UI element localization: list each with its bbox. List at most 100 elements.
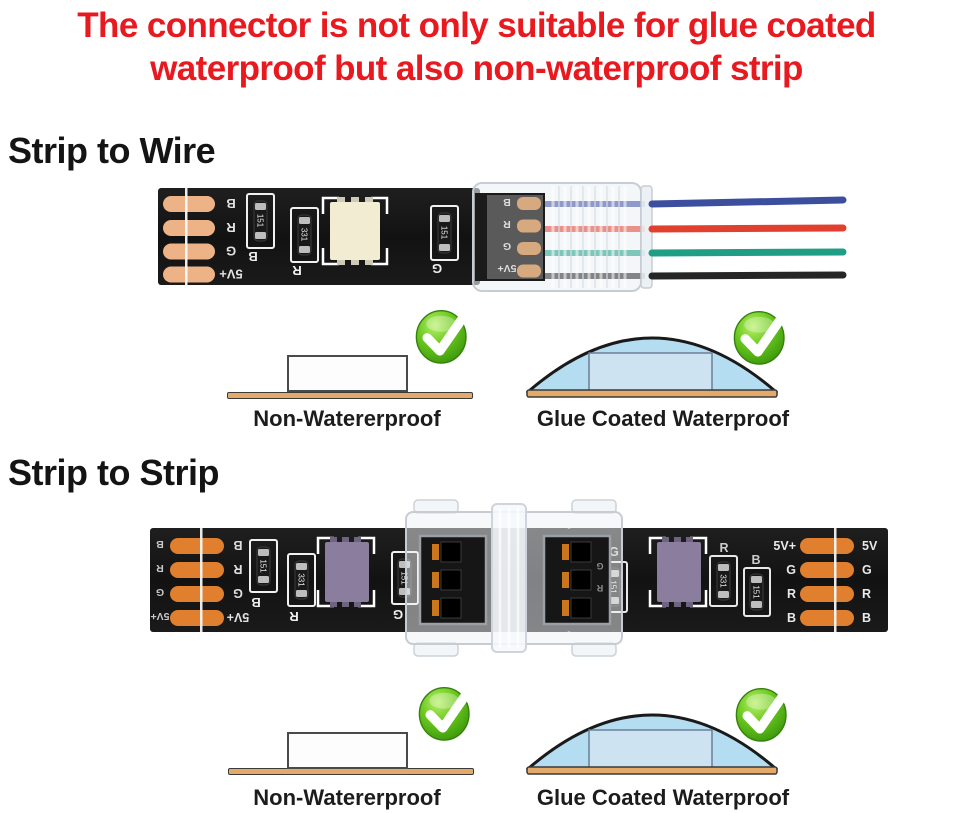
led-chip-white: [321, 196, 389, 266]
cut-line: [834, 528, 837, 632]
resistor-letter: R: [719, 541, 728, 555]
solder-pad: [800, 538, 854, 554]
resistor-letter: G: [393, 607, 403, 622]
channel-label: R: [233, 562, 242, 576]
channel-label: B: [787, 611, 796, 625]
check-icon: [735, 687, 790, 742]
resistor-letter: R: [292, 263, 302, 278]
solder-pad: [170, 538, 224, 554]
channel-label: 5V+: [773, 539, 796, 553]
solder-pad: [163, 266, 215, 283]
check-icon: [733, 310, 788, 365]
resistor-code: 151: [259, 559, 268, 573]
channel-label: B: [226, 196, 235, 211]
suitability-diagrams: Non-Watererproof Glue Coated Waterproof: [0, 300, 953, 440]
wire-green: [648, 248, 847, 257]
channel-label: G: [596, 561, 603, 571]
resistor-code: 331: [300, 228, 309, 242]
solder-pad: [170, 586, 224, 602]
output-wires: [648, 196, 847, 280]
wire-blue: [648, 196, 847, 208]
resistor-g: 151 G: [430, 205, 459, 276]
check-icon: [418, 686, 473, 741]
led-strip-right: G 151 R 331 B: [568, 528, 888, 632]
channel-label: 5V+: [498, 262, 517, 274]
strip-to-wire-connector: B R G 5V+: [472, 182, 653, 292]
glue-coated-strip-shape: [526, 336, 778, 398]
headline-line-1: The connector is not only suitable for g…: [77, 6, 876, 45]
channel-label: B: [862, 611, 871, 625]
resistor-letter: B: [251, 595, 260, 610]
channel-label: G: [156, 586, 164, 598]
channel-label: 5V+: [151, 610, 170, 622]
headline-line-2: waterproof but also non-waterproof strip: [150, 49, 803, 88]
resistor-letter: G: [432, 261, 442, 276]
solder-pad: [517, 264, 541, 278]
channel-label: R: [503, 218, 511, 230]
solder-pad: [163, 243, 215, 260]
resistor-letter: R: [289, 609, 299, 624]
channel-label: B: [503, 196, 511, 208]
resistor-code: 151: [752, 585, 761, 599]
glue-coated-strip-shape: [526, 713, 778, 775]
resistor-r: 331 R: [287, 553, 316, 624]
wire-red: [648, 224, 847, 233]
resistor-b: 151 B: [249, 539, 278, 610]
strip-to-strip-figure: B R G 5V+ B R G 5V+ 151 B: [150, 499, 888, 657]
headline: The connector is not only suitable for g…: [0, 4, 953, 90]
resistor-letter: B: [751, 553, 760, 567]
solder-pad: [800, 610, 854, 626]
non-waterproof-label: Non-Watererproof: [253, 406, 441, 431]
channel-label: G: [503, 240, 511, 252]
strip-base: [228, 768, 474, 775]
solder-pad: [800, 586, 854, 602]
channel-label: 5V+: [219, 267, 243, 282]
channel-label: R: [156, 562, 164, 574]
channel-label: G: [226, 244, 236, 259]
strip-base: [227, 392, 473, 399]
channel-label: 5V+: [227, 610, 250, 624]
solder-pad: [517, 242, 541, 255]
resistor-code: 331: [719, 574, 728, 588]
channel-label: R: [596, 583, 603, 593]
solder-pad: [163, 220, 215, 236]
led-strip: B R G 5V+ 151 B 331 R: [158, 188, 480, 285]
solder-pad: [163, 196, 215, 212]
section-heading-strip-to-wire: Strip to Wire: [8, 130, 216, 171]
glue-coated-label: Glue Coated Waterproof: [536, 406, 790, 431]
resistor-r: 331: [709, 555, 738, 607]
resistor-code: 151: [400, 571, 409, 585]
solder-pad: [170, 610, 224, 626]
channel-label: G: [862, 563, 872, 577]
section-heading-strip-to-strip: Strip to Strip: [8, 452, 220, 493]
channel-label: G: [786, 563, 796, 577]
channel-label: R: [226, 220, 236, 235]
non-waterproof-strip-shape: [287, 732, 408, 769]
strip-to-wire-figure: B R G 5V+ 151 B 331 R: [158, 182, 847, 292]
channel-label: B: [233, 538, 242, 552]
channel-label: B: [156, 538, 164, 550]
led-chip-purple: [648, 536, 708, 608]
resistor-b: 151: [743, 567, 771, 617]
resistor-code: 331: [297, 573, 306, 587]
solder-pad: [170, 562, 224, 578]
channel-label: R: [862, 587, 871, 601]
resistor-r: 331 R: [290, 207, 319, 278]
cut-line: [200, 528, 203, 632]
non-waterproof-strip-shape: [287, 355, 408, 392]
led-chip-purple: [316, 536, 376, 608]
resistor-code: 151: [256, 214, 265, 228]
channel-label: 5V: [862, 539, 878, 553]
non-waterproof-label: Non-Watererproof: [253, 785, 441, 810]
strip-to-strip-connector: G R: [405, 499, 623, 657]
channel-label: G: [233, 586, 243, 600]
channel-label: R: [787, 587, 796, 601]
suitability-diagrams: Non-Watererproof Glue Coated Waterproof: [0, 675, 953, 813]
glue-coated-label: Glue Coated Waterproof: [536, 785, 790, 810]
resistor-letter: B: [248, 249, 257, 264]
cut-line: [185, 188, 188, 285]
check-icon: [415, 309, 470, 364]
solder-pad: [517, 197, 541, 210]
wire-black: [648, 271, 847, 280]
